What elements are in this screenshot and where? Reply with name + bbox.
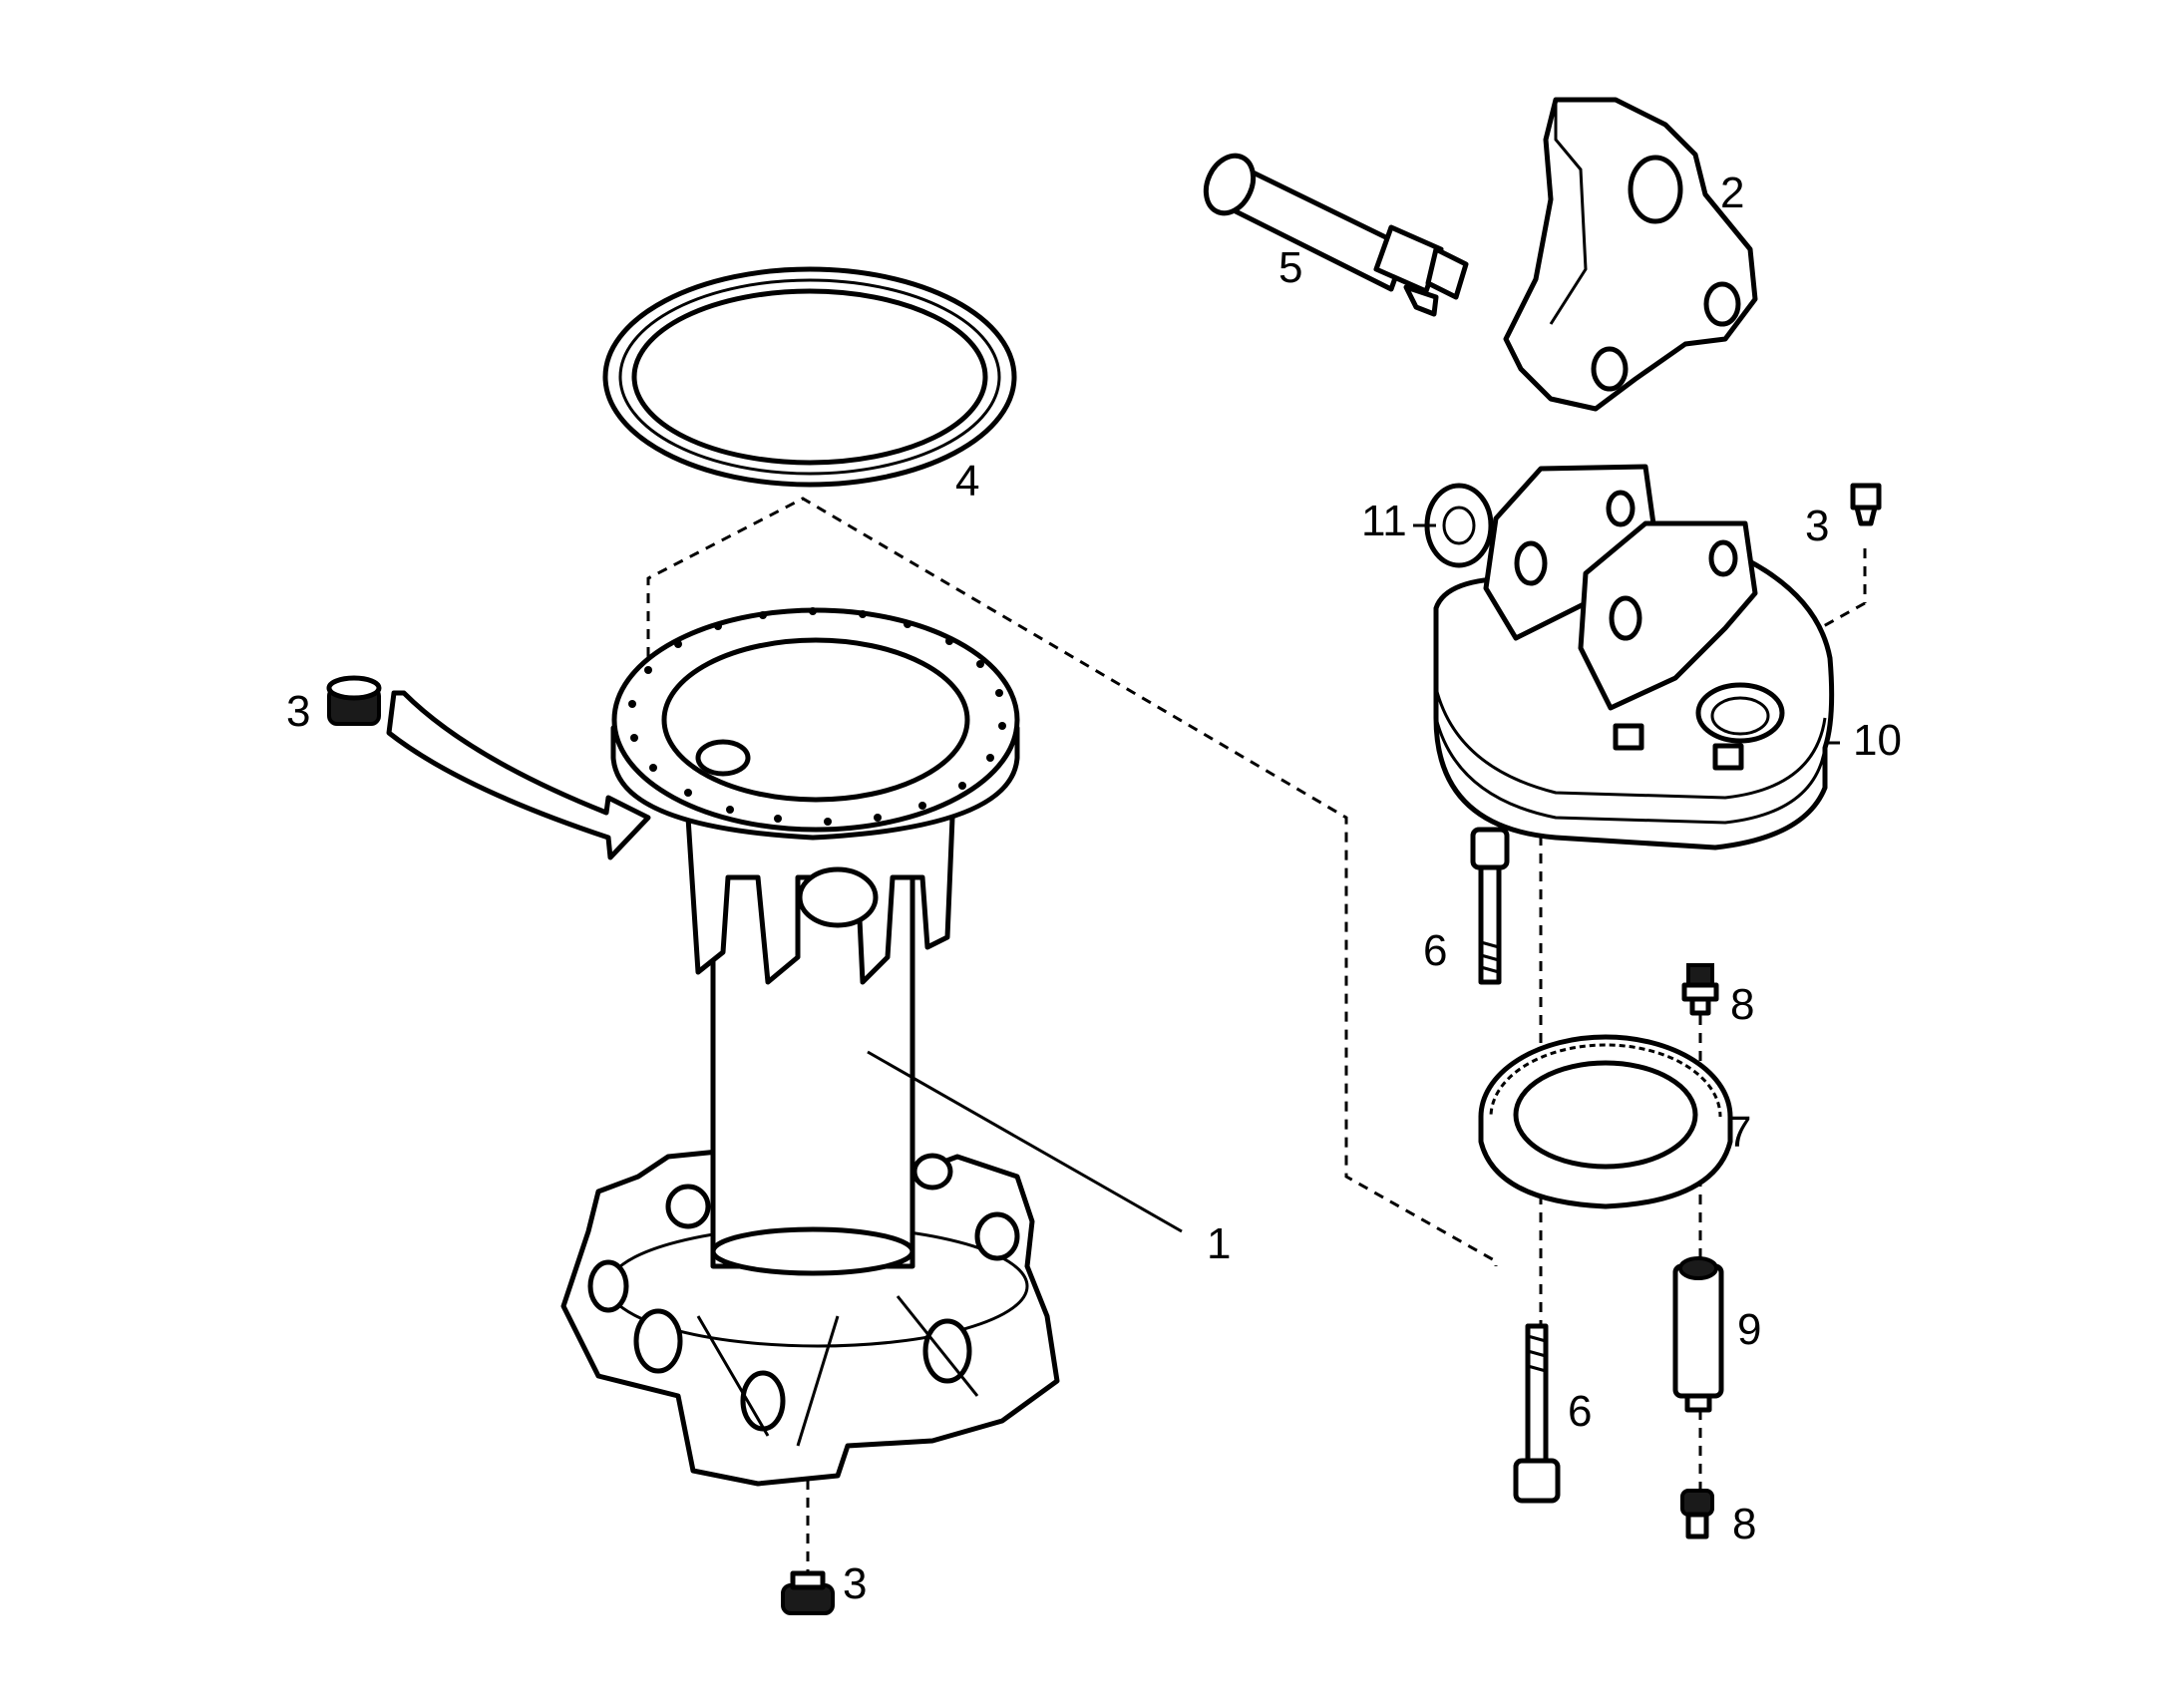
callout-2: 2	[1720, 169, 1744, 217]
callout-5: 5	[1278, 243, 1302, 292]
callout-4: 4	[955, 457, 979, 506]
column-base	[560, 1149, 1060, 1487]
callout-7: 7	[1727, 1108, 1751, 1157]
washer-part-11	[1424, 483, 1494, 568]
column-part-1	[560, 607, 1060, 1487]
pin-part-5	[1203, 153, 1469, 317]
leader-ring-to-column	[646, 497, 1498, 1266]
bolt-part-6-lower	[1513, 1323, 1561, 1504]
callout-3-right: 3	[1805, 502, 1829, 550]
callout-6-upper: 6	[1423, 926, 1447, 975]
ring-seal-part-4	[602, 266, 1017, 488]
callout-3-left: 3	[286, 687, 310, 736]
sleeve-part-9	[1672, 1256, 1724, 1413]
callout-11: 11	[1361, 497, 1407, 545]
callout-labels: 1 2 3 3 3 4 5 6 6 7 8 8 9 10 11	[286, 169, 1902, 1608]
plug-part-3-right	[1850, 483, 1882, 526]
callout-3-bottom: 3	[843, 1559, 867, 1608]
callout-lines	[867, 523, 1840, 1233]
plug-part-3-left	[326, 675, 382, 726]
grease-nipple-part-8-lower	[1680, 1489, 1714, 1539]
callout-10: 10	[1853, 716, 1902, 765]
plug-part-3-bottom	[781, 1570, 835, 1615]
callout-8-upper: 8	[1730, 980, 1754, 1029]
grease-nipple-part-8-upper	[1681, 963, 1719, 1016]
callout-8-lower: 8	[1732, 1500, 1756, 1548]
rotator-head-part-10	[1433, 464, 1835, 851]
bolt-part-6-upper	[1470, 827, 1510, 985]
callout-1: 1	[1207, 1219, 1231, 1268]
toothed-ring-part-7	[1478, 1034, 1733, 1209]
flange-bolt-holes	[628, 607, 1006, 826]
install-arrow	[386, 690, 651, 860]
link-plate-part-2	[1503, 97, 1758, 412]
callout-6-lower: 6	[1568, 1387, 1592, 1436]
callout-9: 9	[1737, 1305, 1761, 1354]
